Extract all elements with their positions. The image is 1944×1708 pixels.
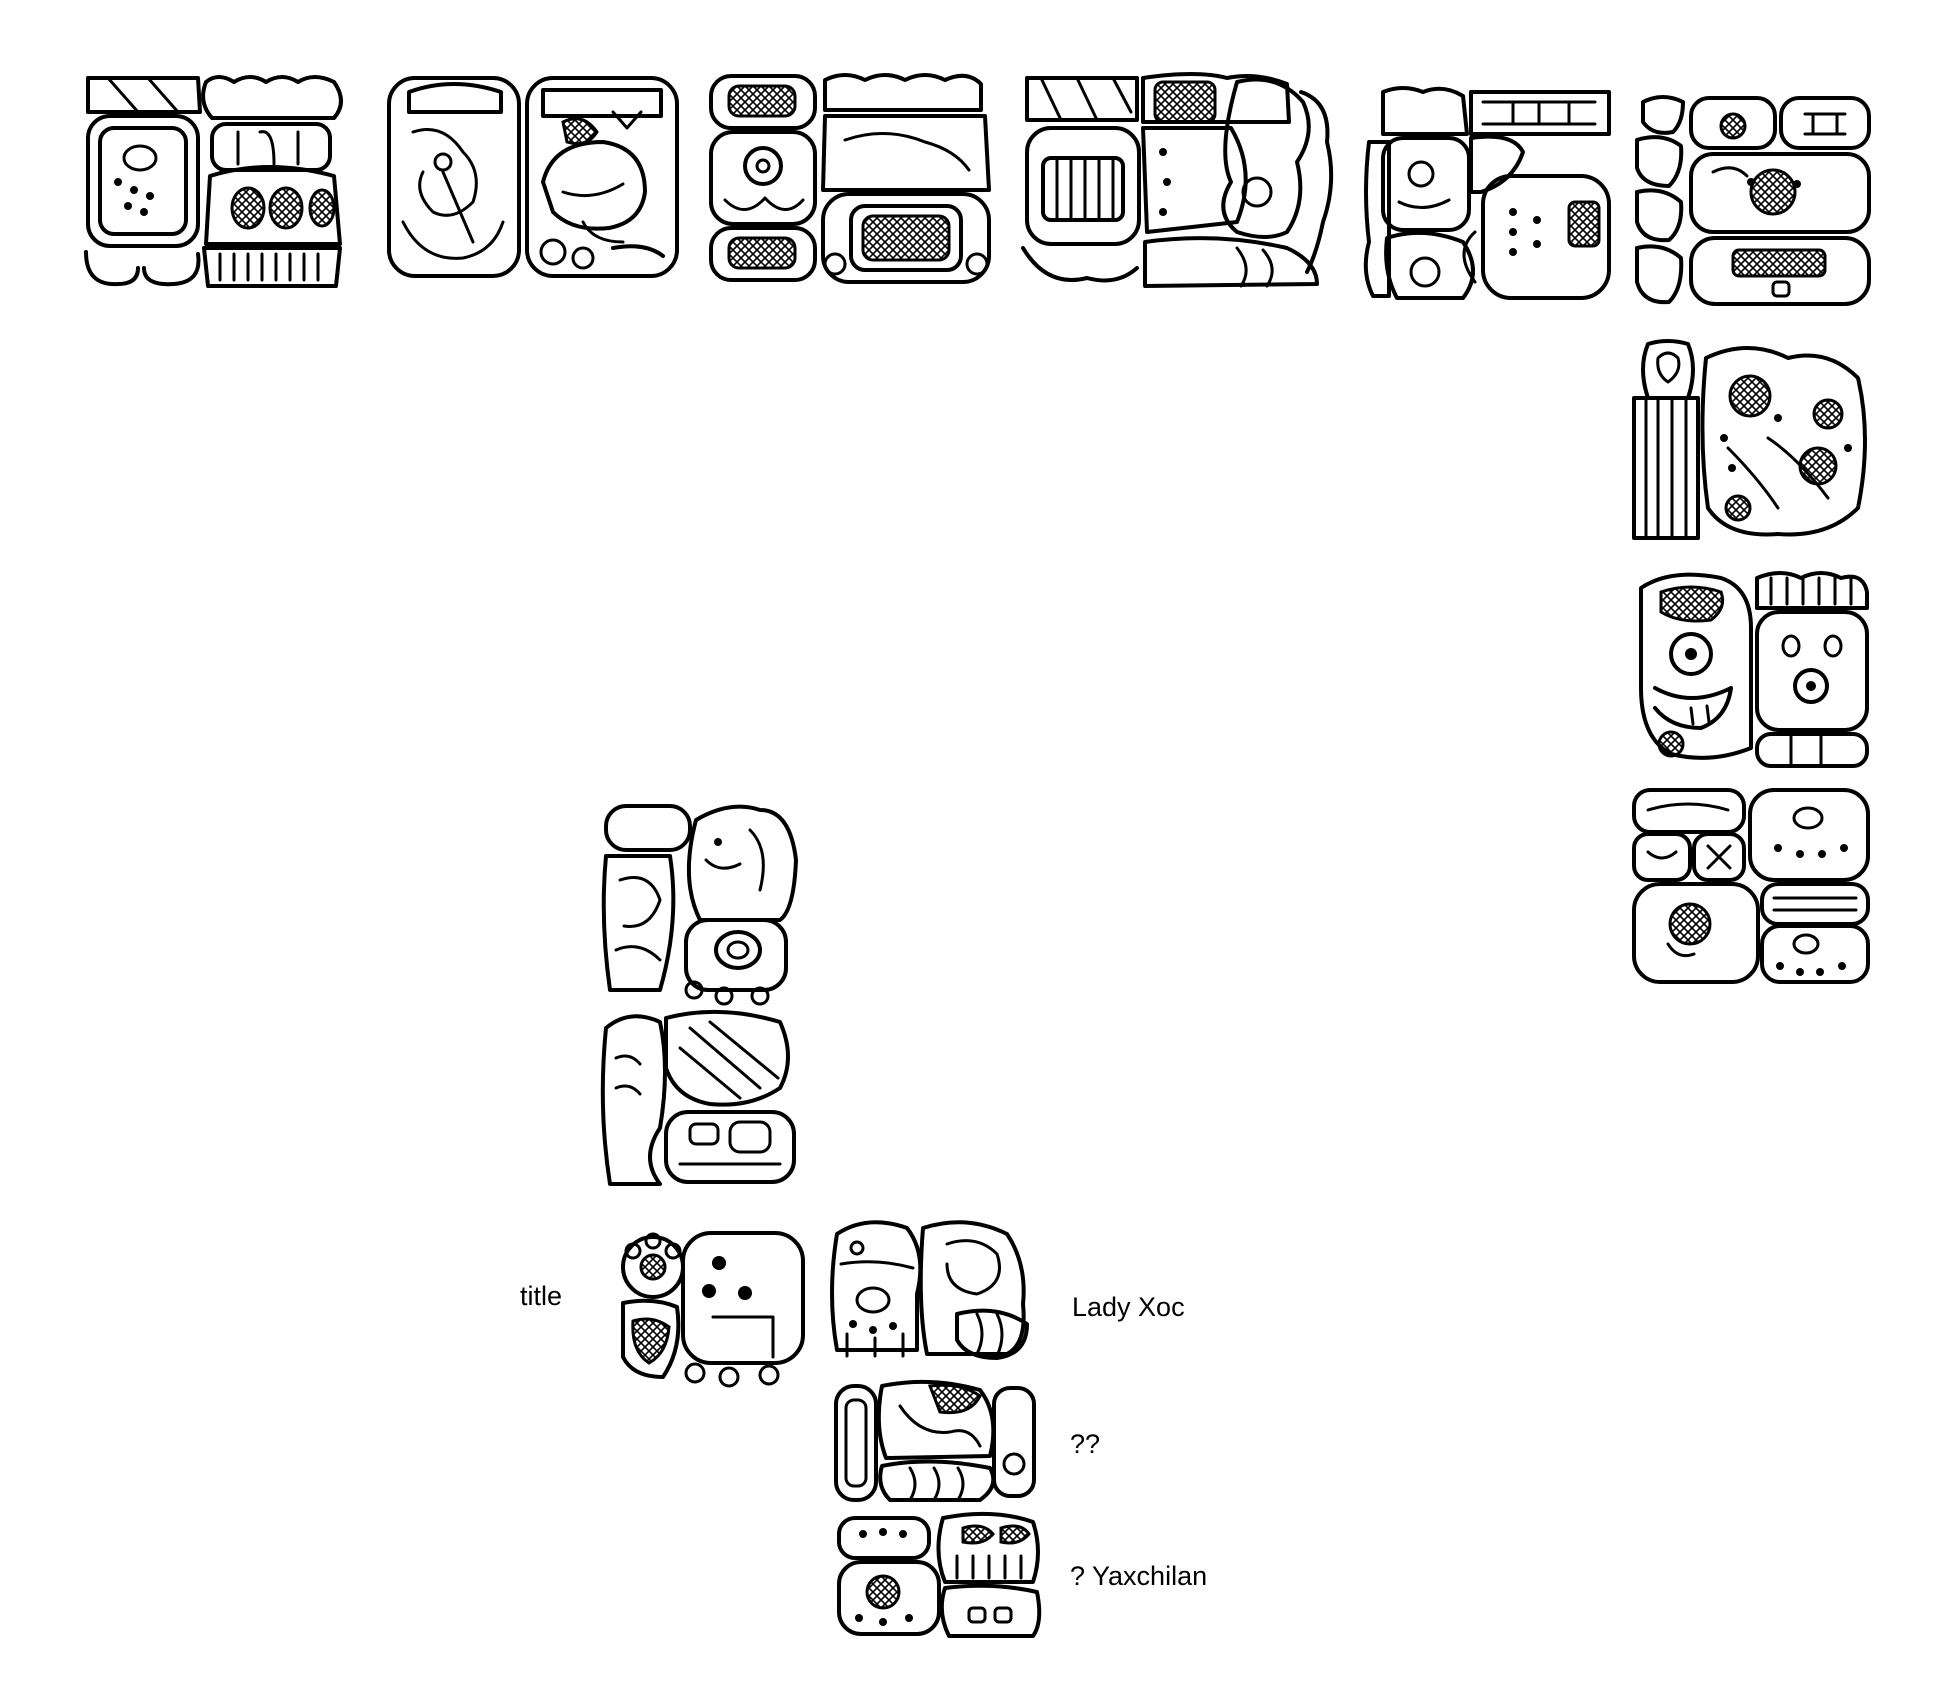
- glyph-block-11: [600, 1008, 798, 1188]
- glyph-block-6: [1633, 92, 1878, 314]
- label-unknown: ??: [1070, 1429, 1101, 1459]
- label-title: title: [520, 1281, 563, 1311]
- glyph-block-1: [78, 72, 368, 302]
- glyph-block-5: [1363, 82, 1618, 307]
- glyph-block-9: [1628, 784, 1876, 989]
- glyph-block-7: [1628, 338, 1876, 548]
- glyph-block-10: [600, 800, 805, 1006]
- glyph-block-lady-xoc: [827, 1214, 1037, 1362]
- label-yaxchilan: ? Yaxchilan: [1070, 1561, 1208, 1591]
- glyph-block-title: [613, 1227, 813, 1388]
- glyph-block-4: [1017, 72, 1342, 297]
- glyph-block-8: [1631, 568, 1876, 770]
- glyph-block-3: [705, 70, 995, 285]
- glyph-block-yaxchilan: [833, 1511, 1045, 1640]
- glyph-block-unknown: [830, 1376, 1040, 1506]
- label-lady-xoc: Lady Xoc: [1072, 1292, 1185, 1322]
- glyph-block-2: [383, 72, 683, 282]
